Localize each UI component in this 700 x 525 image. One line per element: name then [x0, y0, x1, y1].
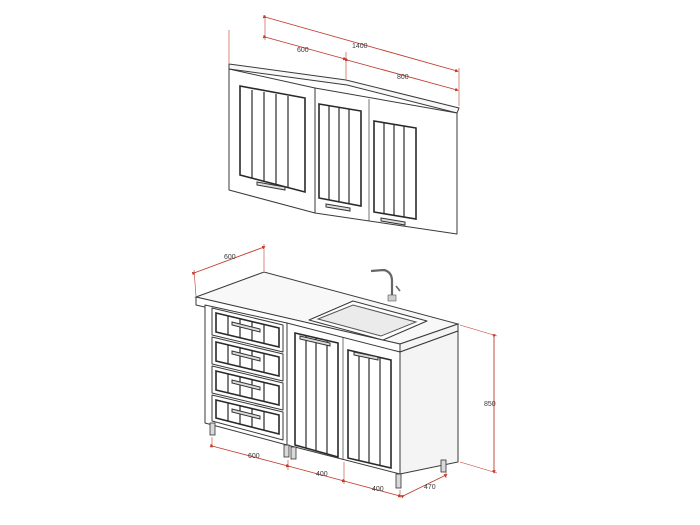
dim-upper-total: 1400: [352, 43, 368, 50]
base-right-side: [399, 330, 459, 475]
upper-right-handle: [380, 217, 406, 226]
dim-upper-right: 800: [397, 74, 409, 81]
drawer-3-handle: [231, 379, 261, 391]
base-left-handle: [299, 335, 331, 347]
dim-base-depth: 600: [224, 254, 236, 261]
base-right-door: [347, 348, 392, 470]
faucet: [370, 268, 394, 300]
dim-door-left: 400: [316, 471, 328, 478]
upper-dimensions: 1400 600 800: [228, 14, 460, 106]
drawer-4: [211, 394, 284, 441]
upper-middle-door: [318, 103, 362, 212]
upper-cabinets: [228, 63, 460, 235]
drawer-1: [211, 307, 284, 353]
sink: [308, 268, 428, 341]
drawer-2-handle: [231, 350, 261, 362]
upper-middle-handle: [325, 203, 351, 212]
upper-left-door: [239, 85, 306, 194]
base-right-handle: [353, 351, 379, 361]
drawer-1-handle: [231, 321, 261, 333]
dim-base-height: 850: [484, 401, 496, 408]
base-left-door: [294, 331, 339, 459]
dim-foot-depth: 470: [424, 484, 436, 491]
drawer-3: [211, 365, 284, 411]
drawer-4-handle: [231, 408, 261, 420]
dim-upper-left: 600: [297, 47, 309, 54]
drawer-2: [211, 336, 284, 382]
upper-right-door: [373, 120, 417, 226]
upper-left-handle: [256, 181, 286, 191]
dim-drawer-unit: 600: [248, 453, 260, 460]
base-cabinets: [194, 268, 460, 489]
dim-door-right: 400: [372, 486, 384, 493]
base-dimensions: 600 850 600 400 400 470: [191, 244, 498, 499]
